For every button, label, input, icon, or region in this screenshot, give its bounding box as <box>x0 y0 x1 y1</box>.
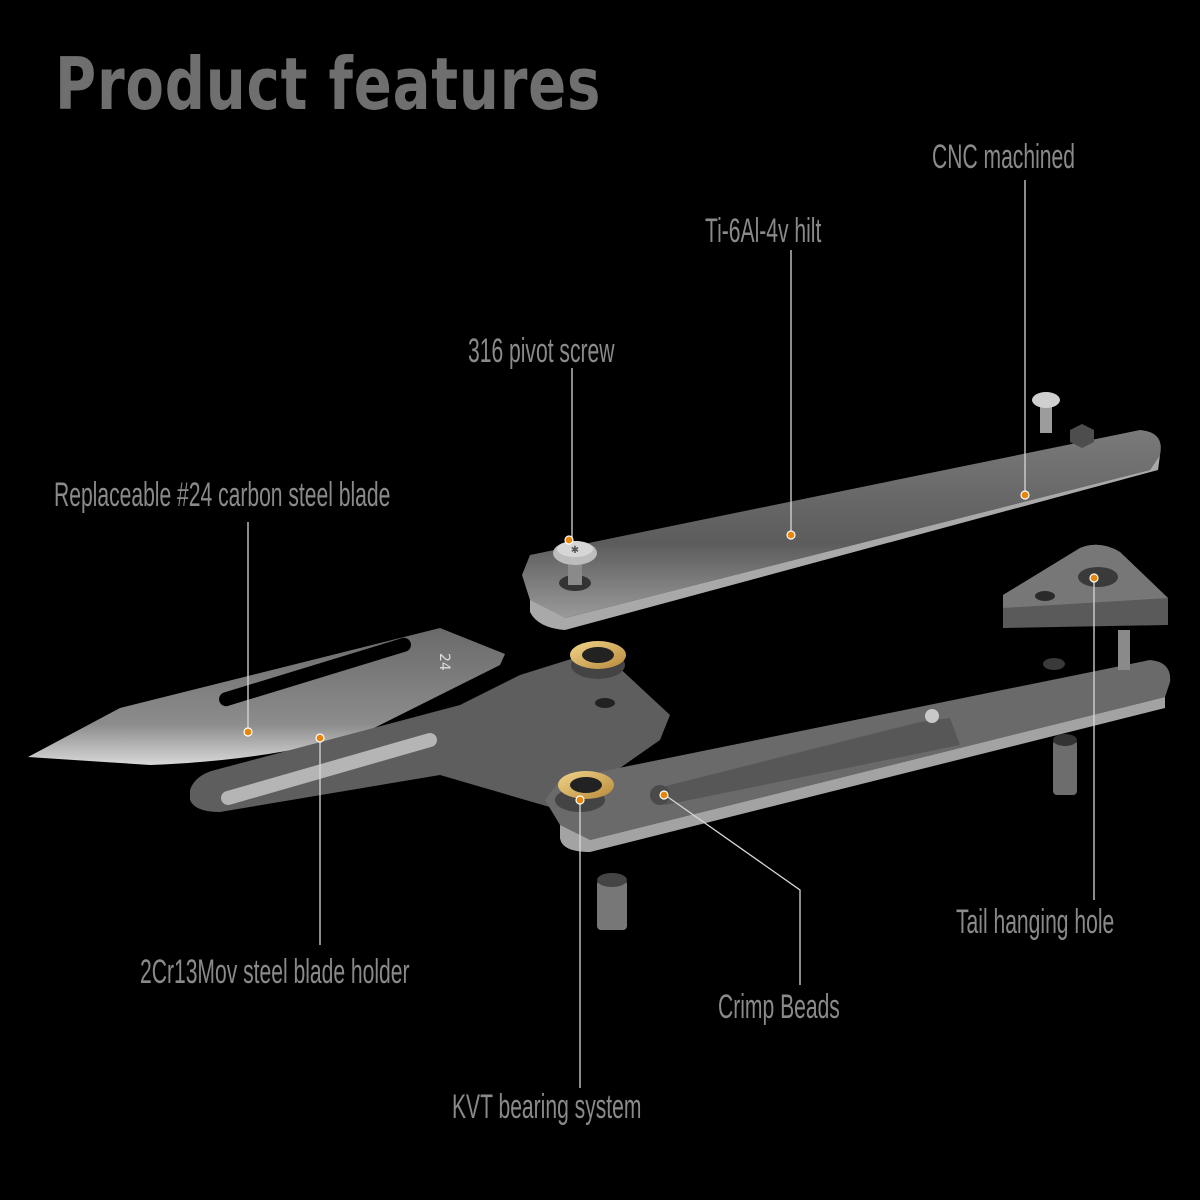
callout-dots <box>243 490 1099 805</box>
label-ti-hilt: Ti-6Al-4v hilt <box>705 212 822 250</box>
blade-holder-part <box>190 641 670 812</box>
blade-number-marking: 24 <box>436 653 452 671</box>
label-replaceable-blade: Replaceable #24 carbon steel blade <box>54 476 391 514</box>
label-cnc-machined: CNC machined <box>932 138 1075 176</box>
ti-hilt-part: ✱ <box>522 392 1161 630</box>
replaceable-blade-part: 24 <box>28 628 505 765</box>
svg-text:✱: ✱ <box>571 545 579 556</box>
label-pivot-screw: 316 pivot screw <box>468 332 615 370</box>
label-blade-holder: 2Cr13Mov steel blade holder <box>140 953 410 991</box>
page-title: Product features <box>55 42 602 126</box>
lower-handle-part <box>545 630 1171 930</box>
ti-logo-icon <box>1070 424 1094 448</box>
label-crimp-beads: Crimp Beads <box>718 988 840 1026</box>
tail-insert-part <box>1003 544 1168 628</box>
label-kvt-bearing: KVT bearing system <box>452 1088 642 1126</box>
leader-lines <box>247 180 1095 1088</box>
label-tail-hanging-hole: Tail hanging hole <box>956 903 1115 941</box>
